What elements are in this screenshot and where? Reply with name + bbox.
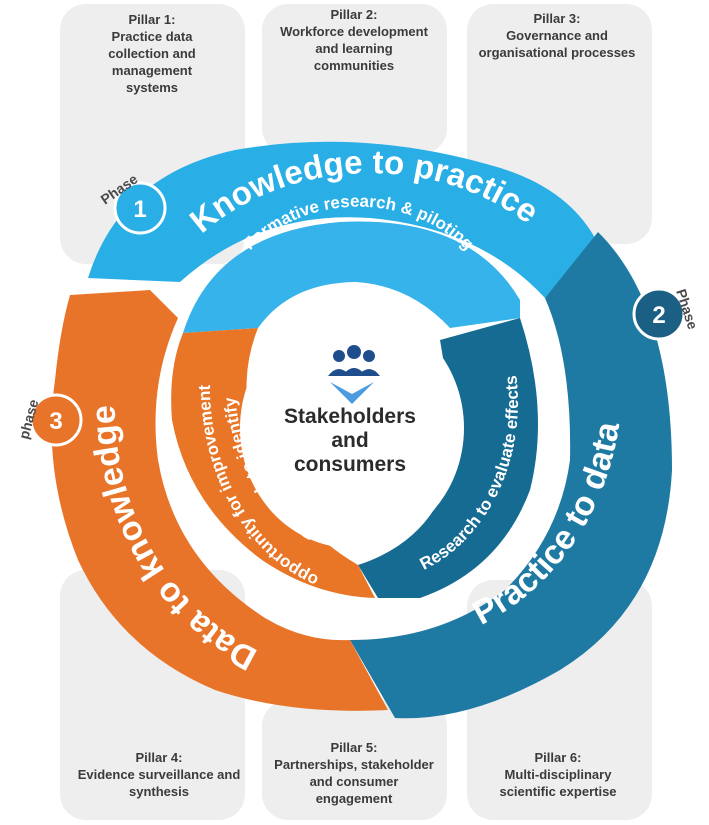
phase-2-band — [350, 232, 672, 719]
pillar-5-line: engagement — [315, 791, 393, 806]
phase-2-number: 2 — [652, 302, 665, 329]
pillar-2-line: Workforce development — [280, 24, 428, 39]
pillar-card-2 — [262, 4, 447, 154]
phase-1-band — [88, 141, 595, 298]
center-label: Stakeholders and consumers — [250, 405, 450, 477]
pillar-1-line: systems — [125, 80, 179, 95]
pillar-1-line: Practice data — [111, 29, 193, 44]
pillar-3-text: Pillar 3: Governance and organisational … — [457, 10, 657, 61]
pillar-1-line: collection and — [108, 46, 196, 61]
phase-2-badge — [632, 287, 686, 341]
pillar-6-line: scientific expertise — [499, 784, 617, 799]
pillar-6-label: Pillar 6: — [534, 750, 582, 765]
pillar-6-line: Multi-disciplinary — [504, 767, 612, 782]
pillar-4-line: Evidence surveillance and — [77, 767, 241, 782]
phase-3-badge — [29, 393, 83, 447]
center-circle — [240, 308, 464, 548]
center-line-1: Stakeholders — [284, 405, 416, 428]
pillar-3-line: Governance and — [506, 28, 608, 43]
pillar-5-line: Partnerships, stakeholder — [274, 757, 434, 772]
pillar-1-text: Pillar 1: Practice data collection and m… — [52, 11, 252, 96]
pillar-1-label: Pillar 1: — [128, 12, 176, 27]
pillar-1-line: management — [111, 63, 193, 78]
center-line-2: and — [331, 429, 369, 452]
pillar-2-line: communities — [313, 58, 395, 73]
pillar-5-line: and consumer — [309, 774, 399, 789]
pillar-4-text: Pillar 4: Evidence surveillance and synt… — [59, 749, 259, 800]
phase-1-number: 1 — [133, 196, 146, 223]
pillar-4-line: synthesis — [129, 784, 189, 799]
phase-2-inner-band — [358, 318, 538, 598]
pillar-card-5 — [262, 700, 447, 820]
pillar-3-line: organisational processes — [478, 45, 636, 60]
phase-3-number: 3 — [49, 408, 62, 435]
phase-3-band — [51, 290, 388, 711]
pillar-2-line: and learning — [315, 41, 393, 56]
center-line-3: consumers — [293, 453, 407, 476]
pillar-3-label: Pillar 3: — [533, 11, 581, 26]
phase-3-inner-band — [171, 328, 375, 598]
people-network-icon — [328, 345, 380, 404]
phase-1-inner-band — [183, 221, 520, 333]
pillar-6-text: Pillar 6: Multi-disciplinary scientific … — [458, 749, 658, 800]
pillar-4-label: Pillar 4: — [135, 750, 183, 765]
pillar-2-label: Pillar 2: — [330, 7, 378, 22]
pillar-5-text: Pillar 5: Partnerships, stakeholder and … — [254, 739, 454, 807]
phase-1-badge — [113, 181, 167, 235]
pillar-5-label: Pillar 5: — [330, 740, 378, 755]
pillar-2-text: Pillar 2: Workforce development and lear… — [254, 6, 454, 74]
